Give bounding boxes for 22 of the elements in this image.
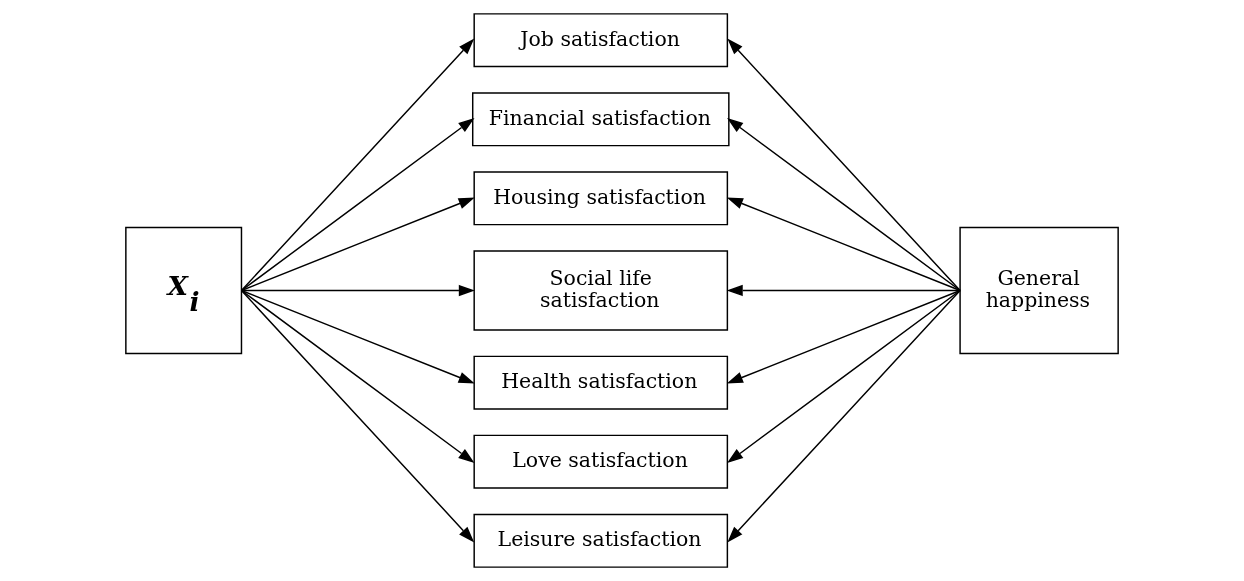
arrow <box>240 289 475 384</box>
node-box: Job satisfaction <box>473 13 729 68</box>
arrow <box>240 197 475 292</box>
node-box: Leisure satisfaction <box>473 513 729 568</box>
node-box: Health satisfaction <box>473 355 729 410</box>
arrow <box>727 289 961 464</box>
node-box: General happiness <box>959 226 1119 355</box>
arrow <box>240 38 475 292</box>
arrow <box>240 117 475 292</box>
arrow <box>240 289 475 543</box>
arrow <box>240 284 475 297</box>
arrow <box>727 289 961 543</box>
arrow <box>726 197 961 292</box>
arrow <box>727 38 961 292</box>
arrow <box>240 289 475 464</box>
node-box: Social life satisfaction <box>473 250 729 331</box>
node-box: Love satisfaction <box>473 434 729 489</box>
arrow <box>726 289 961 384</box>
arrow <box>726 284 961 297</box>
arrow <box>727 117 961 292</box>
node-box: Housing satisfaction <box>473 171 729 226</box>
node-box: Financial satisfaction <box>472 92 730 147</box>
